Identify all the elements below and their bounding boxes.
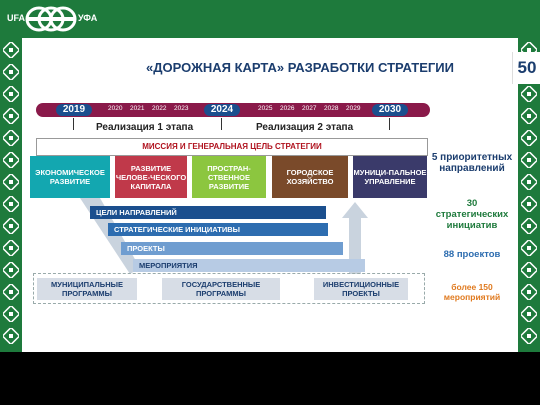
ornament-tile-icon xyxy=(521,218,537,234)
ornament-tile-icon xyxy=(3,108,19,124)
ornament-tile-icon xyxy=(521,152,537,168)
slide: UFA УФА «ДОРОЖНАЯ КАРТА» РАЗРАБОТКИ СТРА… xyxy=(0,0,540,352)
category-economic: ЭКОНОМИЧЕСКОЕ РАЗВИТИЕ xyxy=(30,156,110,198)
ornament-tile-icon xyxy=(521,108,537,124)
ornament-tile-icon xyxy=(3,42,19,58)
ornament-tile-icon xyxy=(3,130,19,146)
program-investment: ИНВЕСТИЦИОННЫЕ ПРОЕКТЫ xyxy=(314,278,408,300)
ornament-tile-icon xyxy=(3,218,19,234)
ornament-tile-icon xyxy=(521,130,537,146)
city-logo-icon xyxy=(25,6,77,32)
level-projects: ПРОЕКТЫ xyxy=(121,242,343,255)
ornament-tile-icon xyxy=(3,64,19,80)
year-badge-start: 2019 xyxy=(56,104,92,116)
stage-marker xyxy=(73,118,74,130)
stage-1-label: Реализация 1 этапа xyxy=(96,122,194,133)
mission-banner: МИССИЯ И ГЕНЕРАЛЬНАЯ ЦЕЛЬ СТРАТЕГИИ xyxy=(36,138,428,156)
ornament-tile-icon xyxy=(521,328,537,344)
ornament-tile-icon xyxy=(521,240,537,256)
ornament-right xyxy=(518,38,540,352)
year-label: 2022 xyxy=(152,105,167,112)
ornament-tile-icon xyxy=(3,240,19,256)
year-label: 2020 xyxy=(108,105,123,112)
ornament-tile-icon xyxy=(521,174,537,190)
category-spatial: ПРОСТРАН-СТВЕННОЕ РАЗВИТИЕ xyxy=(192,156,266,198)
logo-text-right: УФА xyxy=(78,13,98,23)
ornament-tile-icon xyxy=(3,328,19,344)
ornament-tile-icon xyxy=(3,152,19,168)
ornament-tile-icon xyxy=(521,262,537,278)
ornament-tile-icon xyxy=(521,196,537,212)
level-goals: ЦЕЛИ НАПРАВЛЕНИЙ xyxy=(90,206,326,219)
category-human-capital: РАЗВИТИЕ ЧЕЛОВЕ-ЧЕСКОГО КАПИТАЛА xyxy=(115,156,187,198)
level-initiatives: СТРАТЕГИЧЕСКИЕ ИНИЦИАТИВЫ xyxy=(108,223,328,236)
program-municipal: МУНИЦИПАЛЬНЫЕ ПРОГРАММЫ xyxy=(37,278,137,300)
page-number: 50 xyxy=(512,52,540,84)
category-municipal: МУНИЦИ-ПАЛЬНОЕ УПРАВЛЕНИЕ xyxy=(353,156,427,198)
year-label: 2025 xyxy=(258,105,273,112)
ornament-tile-icon xyxy=(3,174,19,190)
page-title: «ДОРОЖНАЯ КАРТА» РАЗРАБОТКИ СТРАТЕГИИ xyxy=(100,55,500,81)
stage-marker xyxy=(389,118,390,130)
stat-events: более 150 мероприятий xyxy=(443,282,501,302)
ornament-tile-icon xyxy=(3,262,19,278)
ornament-tile-icon xyxy=(521,284,537,300)
year-label: 2026 xyxy=(280,105,295,112)
year-label: 2028 xyxy=(324,105,339,112)
year-badge-end: 2030 xyxy=(372,104,408,116)
category-urban: ГОРОДСКОЕ ХОЗЯЙСТВО xyxy=(272,156,348,198)
year-label: 2021 xyxy=(130,105,145,112)
ornament-tile-icon xyxy=(521,306,537,322)
ornament-tile-icon xyxy=(3,86,19,102)
ornament-tile-icon xyxy=(3,306,19,322)
program-state: ГОСУДАРСТВЕННЫЕ ПРОГРАММЫ xyxy=(162,278,280,300)
ornament-left xyxy=(0,38,22,352)
logo-text-left: UFA xyxy=(7,13,25,23)
letterbox-bottom xyxy=(0,352,540,405)
year-label: 2029 xyxy=(346,105,361,112)
stage-marker xyxy=(221,118,222,130)
year-badge-mid: 2024 xyxy=(204,104,240,116)
year-label: 2023 xyxy=(174,105,189,112)
programs-frame xyxy=(33,273,425,304)
level-events: МЕРОПРИЯТИЯ xyxy=(133,259,365,272)
stat-directions: 5 приоритетных направлений xyxy=(431,152,513,174)
stage-2-label: Реализация 2 этапа xyxy=(256,122,354,133)
stat-projects: 88 проектов xyxy=(443,249,501,260)
year-label: 2027 xyxy=(302,105,317,112)
ornament-tile-icon xyxy=(521,86,537,102)
header-bar: UFA УФА xyxy=(0,0,540,38)
ornament-tile-icon xyxy=(3,196,19,212)
ornament-tile-icon xyxy=(3,284,19,300)
stat-initiatives: 30 стратегических инициатив xyxy=(435,198,509,231)
